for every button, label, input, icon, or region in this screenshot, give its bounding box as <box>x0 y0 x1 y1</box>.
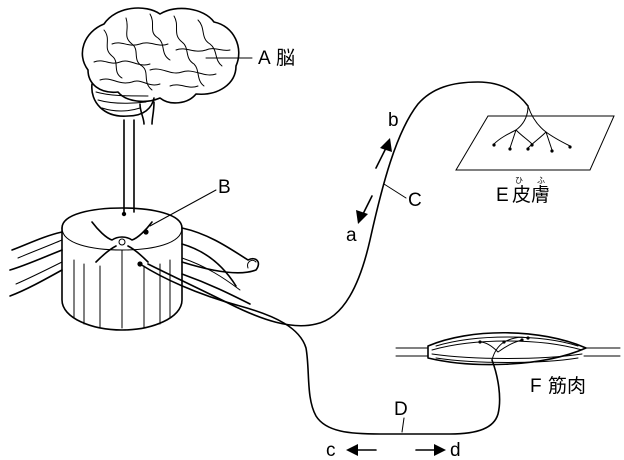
label-b: b <box>388 110 399 131</box>
b-leader-line <box>150 190 216 226</box>
c-leader-line <box>384 184 406 198</box>
arrow-d <box>416 444 446 456</box>
label-c: c <box>326 440 336 460</box>
ruby-hi: ひ <box>515 176 523 185</box>
skin-patch <box>456 106 614 170</box>
label-A: A <box>258 48 271 69</box>
muscle <box>396 333 620 365</box>
arrow-a <box>356 196 372 224</box>
arrow-c <box>346 444 376 456</box>
label-F-word: 筋肉 <box>548 375 586 397</box>
label-A-word: 脳 <box>276 47 295 69</box>
label-d: d <box>450 440 461 460</box>
label-D: D <box>394 399 408 420</box>
spinal-tract <box>124 120 134 212</box>
label-F: F <box>530 376 542 397</box>
label-B: B <box>218 177 231 198</box>
sensory-nerve-C <box>148 82 528 326</box>
label-a: a <box>346 225 357 246</box>
d-leader-line <box>402 418 404 432</box>
ganglion-loop <box>248 260 256 268</box>
ruby-fu: ふ <box>537 176 545 185</box>
spinal-cord-section <box>62 208 182 330</box>
motor-nerve-D <box>140 264 500 434</box>
label-E-word: 皮膚 <box>512 184 550 206</box>
brain <box>82 8 238 124</box>
label-C: C <box>408 190 422 211</box>
label-E: E <box>496 185 509 206</box>
